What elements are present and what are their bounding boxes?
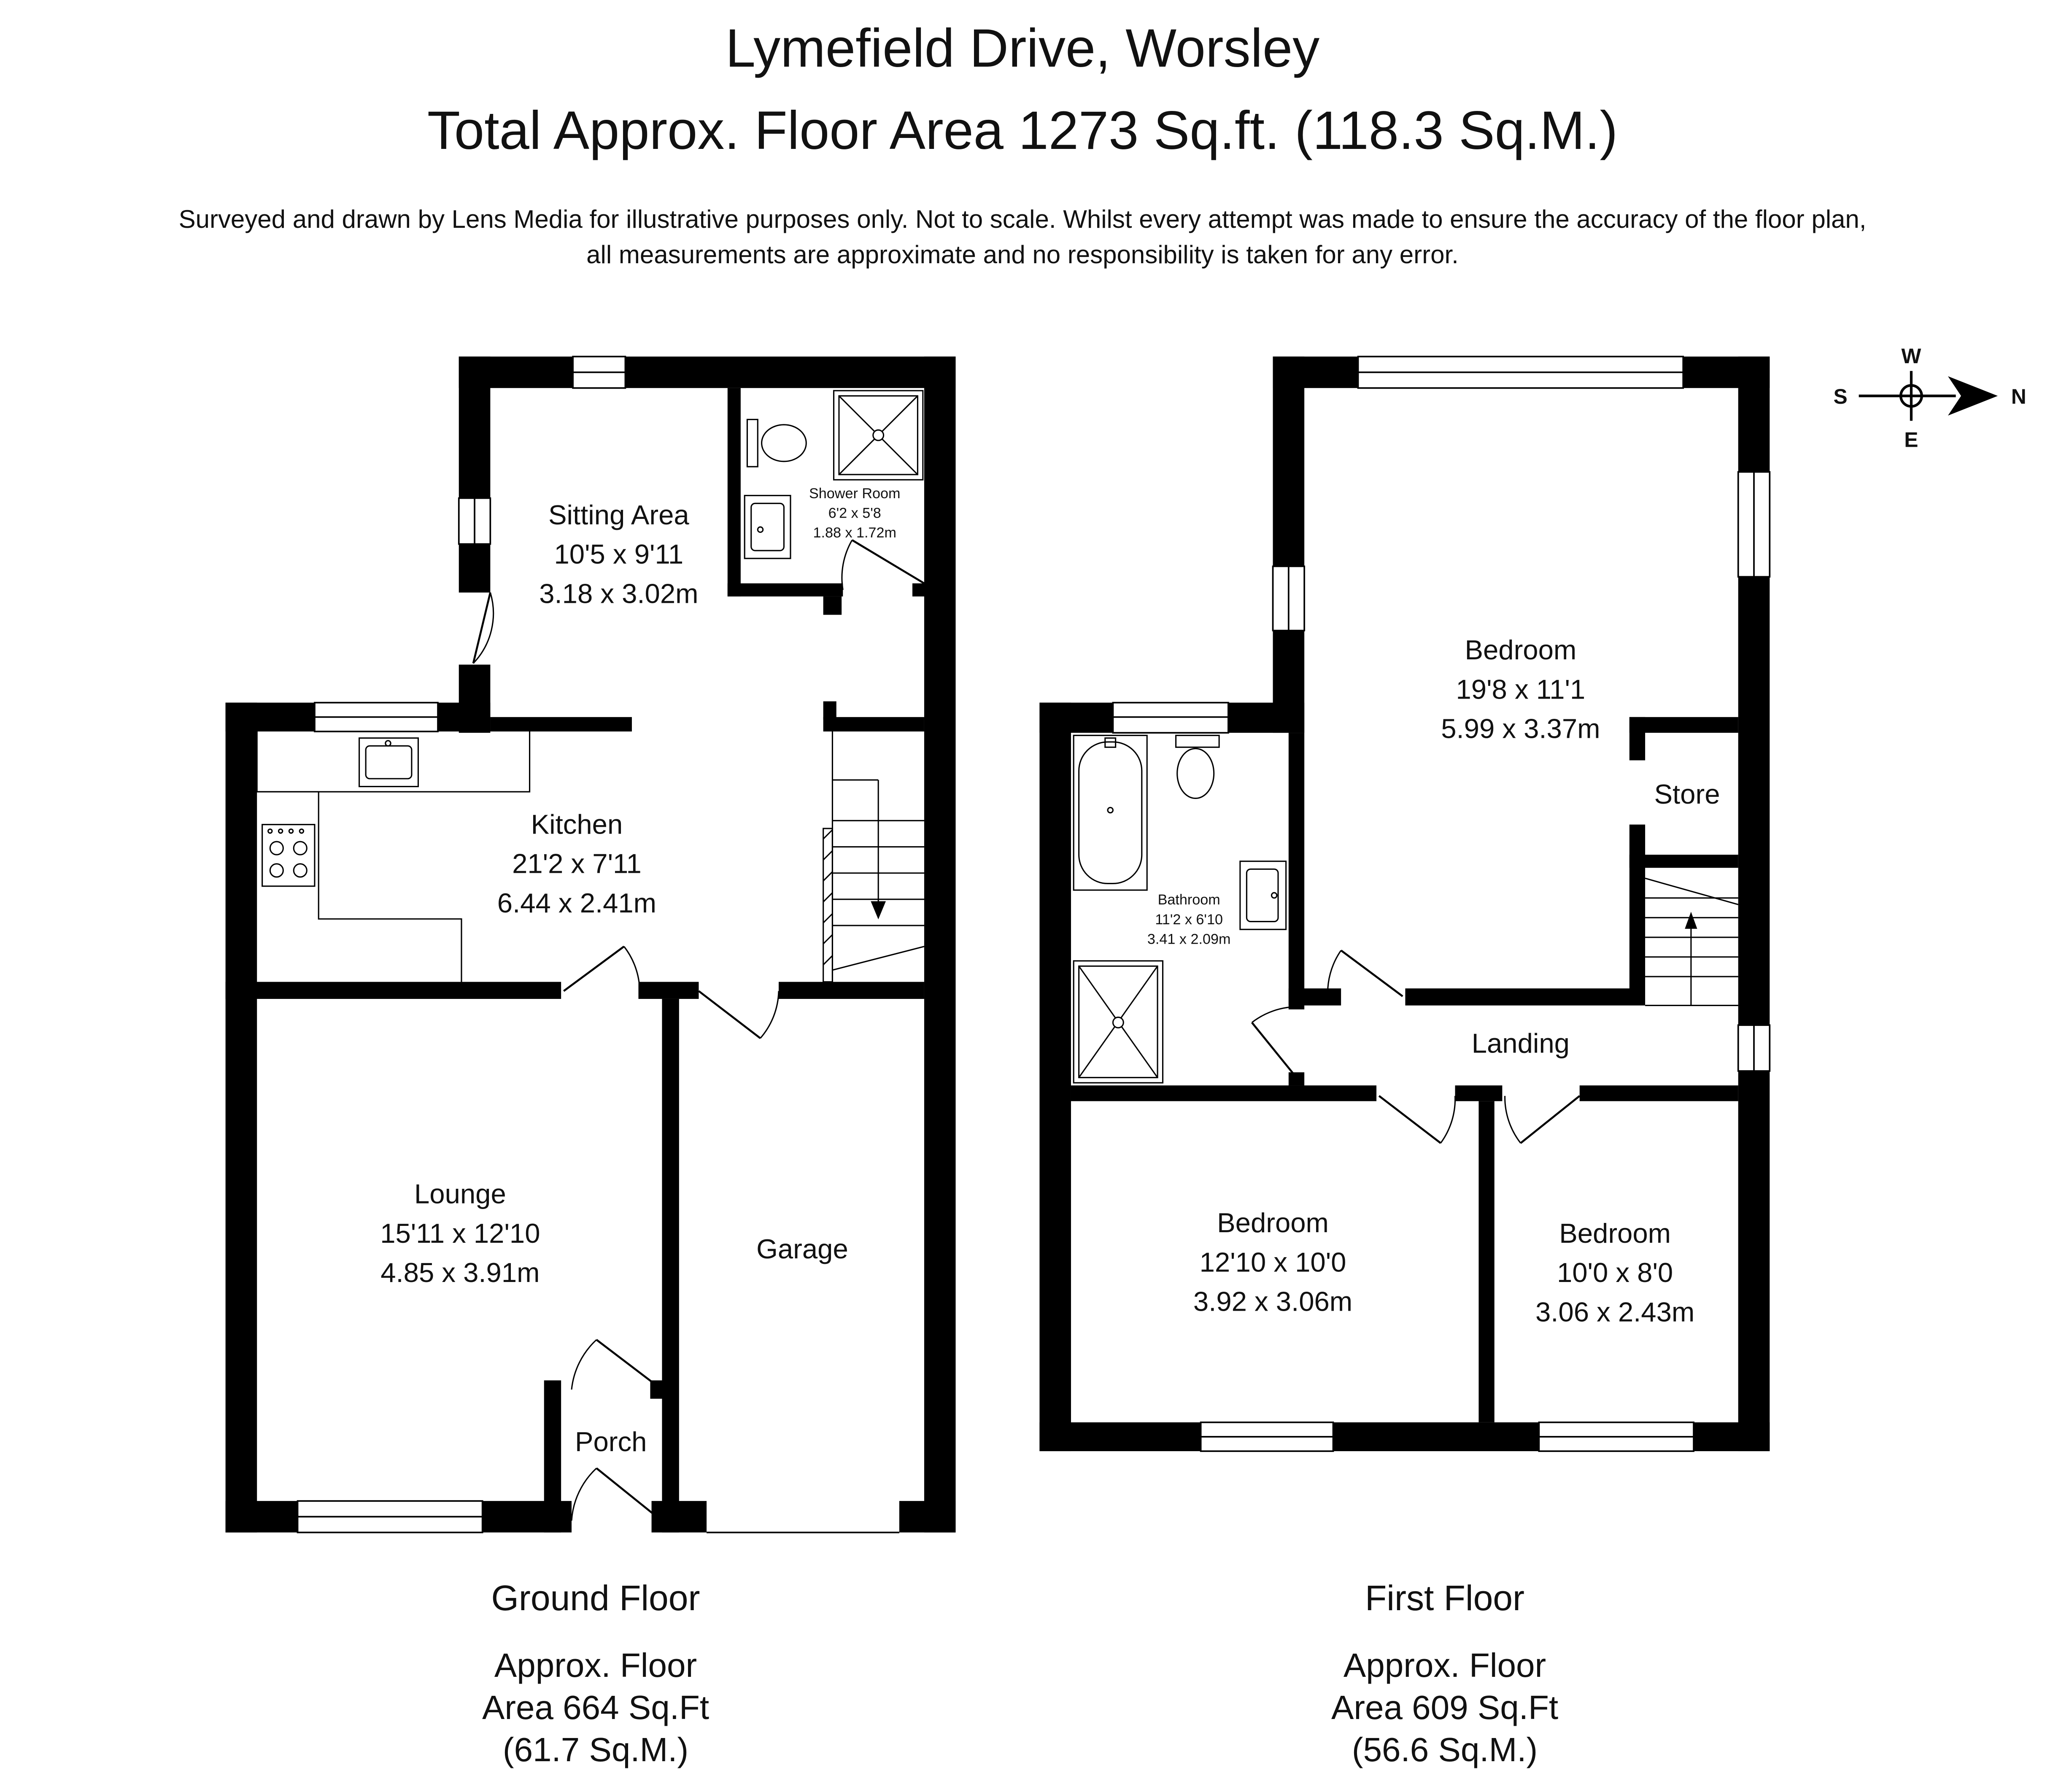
first-floor-doors (1251, 950, 1581, 1144)
ground-floor-walls (225, 356, 956, 1533)
main-bedroom-imperial: 19'8 x 11'1 (1456, 674, 1586, 704)
compass-rose: W S N E (1834, 344, 2026, 452)
bedroom-two-imperial: 12'10 x 10'0 (1200, 1247, 1346, 1277)
lounge-imperial: 15'11 x 12'10 (380, 1218, 540, 1249)
compass-south: S (1834, 385, 1848, 408)
garage-name: Garage (756, 1233, 848, 1264)
main-bedroom-metric: 5.99 x 3.37m (1441, 713, 1600, 744)
first-floor-area-line-2: Area 609 Sq.Ft (1331, 1689, 1559, 1726)
shower-room-imperial: 6'2 x 5'8 (828, 505, 881, 521)
bedroom-three-imperial: 10'0 x 8'0 (1557, 1257, 1673, 1288)
bedroom-two-metric: 3.92 x 3.06m (1193, 1286, 1352, 1317)
sitting-area-imperial: 10'5 x 9'11 (554, 539, 684, 569)
ground-floor-name: Ground Floor (491, 1578, 700, 1618)
disclaimer: Surveyed and drawn by Lens Media for ill… (0, 202, 2045, 273)
bathroom-name: Bathroom (1158, 892, 1220, 908)
first-floor-windows (1112, 356, 1771, 1452)
sitting-area-name: Sitting Area (548, 499, 689, 530)
bedroom-three-name: Bedroom (1559, 1218, 1671, 1249)
hob-icon (262, 824, 316, 887)
landing-name: Landing (1472, 1028, 1570, 1058)
first-floor-plan: Bedroom 19'8 x 11'1 5.99 x 3.37m Store B… (1039, 356, 1771, 1452)
ground-floor-area-line-3: (61.7 Sq.M.) (502, 1731, 689, 1768)
compass-west: W (1901, 344, 1921, 368)
kitchen-name: Kitchen (531, 809, 623, 839)
bedroom-two-name: Bedroom (1217, 1207, 1329, 1238)
ground-floor-windows (297, 356, 899, 1533)
ground-floor-doors (472, 539, 925, 1521)
ground-floor-labels: Sitting Area 10'5 x 9'11 3.18 x 3.02m Sh… (380, 486, 900, 1457)
store-name: Store (1654, 779, 1720, 810)
porch-name: Porch (575, 1426, 647, 1457)
bathroom-imperial: 11'2 x 6'10 (1155, 912, 1223, 928)
total-floor-area: Total Approx. Floor Area 1273 Sq.ft. (11… (427, 100, 1618, 161)
compass-north: N (2011, 385, 2026, 408)
bedroom-three-metric: 3.06 x 2.43m (1535, 1296, 1694, 1327)
compass-icon (1859, 371, 1998, 421)
disclaimer-line-1: Surveyed and drawn by Lens Media for ill… (178, 205, 1867, 233)
kitchen-metric: 6.44 x 2.41m (497, 888, 656, 918)
first-floor-staircase (1645, 877, 1739, 1007)
plan-title: Lymefield Drive, Worsley (725, 18, 1320, 78)
ground-staircase (823, 731, 925, 983)
sitting-area-metric: 3.18 x 3.02m (539, 578, 698, 609)
kitchen-imperial: 21'2 x 7'11 (512, 848, 642, 879)
shower-room-fixtures (744, 390, 924, 559)
lounge-metric: 4.85 x 3.91m (380, 1257, 540, 1288)
first-floor-walls (1039, 356, 1770, 1452)
kitchen-worktops (256, 731, 531, 982)
ground-floor-plan: Sitting Area 10'5 x 9'11 3.18 x 3.02m Sh… (225, 356, 956, 1533)
first-floor-area-line-1: Approx. Floor (1343, 1646, 1546, 1684)
first-floor-labels: Bedroom 19'8 x 11'1 5.99 x 3.37m Store B… (1147, 634, 1720, 1327)
ground-floor-area-line-1: Approx. Floor (494, 1646, 697, 1684)
bathroom-metric: 3.41 x 2.09m (1147, 931, 1231, 947)
disclaimer-line-2: all measurements are approximate and no … (586, 240, 1459, 269)
compass-east: E (1904, 428, 1918, 452)
main-bedroom-name: Bedroom (1465, 634, 1576, 665)
bathroom-fixtures (1073, 734, 1287, 1084)
first-floor-area-line-3: (56.6 Sq.M.) (1352, 1731, 1538, 1768)
ground-floor-area-line-2: Area 664 Sq.Ft (482, 1689, 710, 1726)
lounge-name: Lounge (414, 1179, 506, 1209)
first-floor-name: First Floor (1365, 1578, 1524, 1618)
kitchen-sink-icon (359, 737, 419, 788)
ground-floor-caption: Ground Floor Approx. Floor Area 664 Sq.F… (469, 1577, 722, 1771)
shower-room-name: Shower Room (809, 486, 901, 502)
first-floor-caption: First Floor Approx. Floor Area 609 Sq.Ft… (1318, 1577, 1571, 1771)
shower-room-metric: 1.88 x 1.72m (813, 525, 896, 541)
